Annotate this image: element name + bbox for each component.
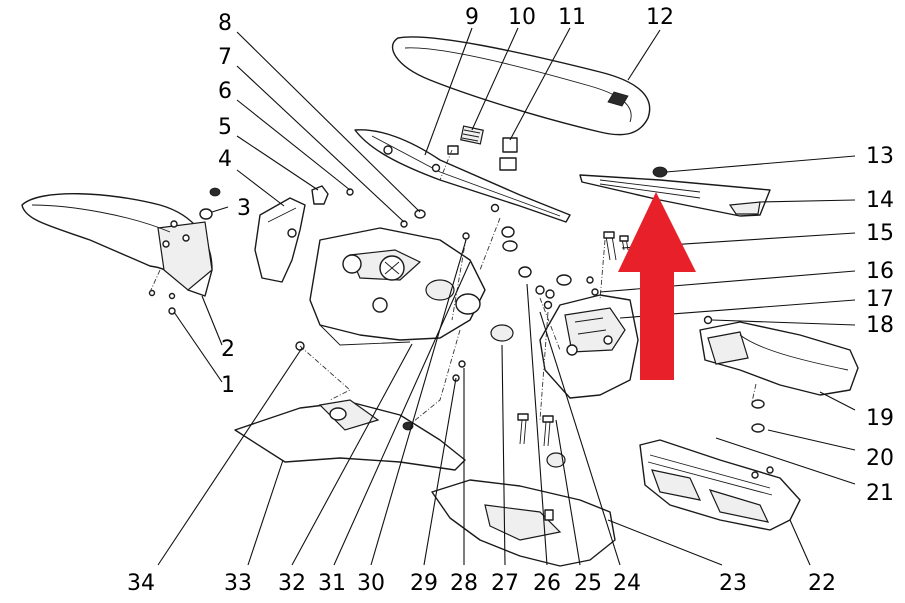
part-bolts-15 xyxy=(603,231,629,261)
callout-23: 23 xyxy=(719,571,747,596)
callout-13: 13 xyxy=(866,144,894,169)
callout-18: 18 xyxy=(866,313,894,338)
part-belly-pan xyxy=(234,360,466,471)
part-lower-side-panel xyxy=(431,479,616,567)
assembly-lines xyxy=(149,149,757,427)
callout-1: 1 xyxy=(221,373,235,398)
part-clips-10-11 xyxy=(447,125,518,171)
up-arrow-icon xyxy=(618,192,696,380)
callout-27: 27 xyxy=(491,571,519,596)
callout-24: 24 xyxy=(613,571,641,596)
callout-22: 22 xyxy=(808,571,836,596)
callout-numbers: 1 2 3 4 5 6 7 8 9 10 11 12 13 14 15 16 1… xyxy=(127,5,894,596)
callout-14: 14 xyxy=(866,188,894,213)
callout-26: 26 xyxy=(533,571,561,596)
part-tail-cover xyxy=(579,166,771,217)
callout-2: 2 xyxy=(221,337,235,362)
part-side-rail xyxy=(354,129,571,223)
part-grommets xyxy=(490,324,566,468)
callout-20: 20 xyxy=(866,446,894,471)
callout-25: 25 xyxy=(574,571,602,596)
callout-6: 6 xyxy=(218,79,232,104)
callout-16: 16 xyxy=(866,259,894,284)
callout-4: 4 xyxy=(218,147,232,172)
callout-12: 12 xyxy=(646,5,674,30)
callout-11: 11 xyxy=(558,5,586,30)
part-electrical-tray xyxy=(518,266,639,399)
part-rear-fender xyxy=(699,315,859,433)
callout-9: 9 xyxy=(465,5,479,30)
parts-drawing xyxy=(21,36,859,567)
callout-34: 34 xyxy=(127,571,155,596)
part-rear-plate xyxy=(639,439,801,531)
callout-33: 33 xyxy=(224,571,252,596)
callout-32: 32 xyxy=(278,571,306,596)
callout-10: 10 xyxy=(508,5,536,30)
part-main-frame xyxy=(295,226,518,351)
callout-5: 5 xyxy=(218,115,232,140)
callout-7: 7 xyxy=(218,45,232,70)
callout-15: 15 xyxy=(866,221,894,246)
callout-17: 17 xyxy=(866,287,894,312)
part-seat xyxy=(392,36,651,136)
callout-3: 3 xyxy=(237,196,251,221)
part-front-fender xyxy=(21,187,221,315)
callout-28: 28 xyxy=(450,571,478,596)
callout-29: 29 xyxy=(410,571,438,596)
callout-30: 30 xyxy=(357,571,385,596)
callout-31: 31 xyxy=(318,571,346,596)
callout-8: 8 xyxy=(218,11,232,36)
callout-19: 19 xyxy=(866,406,894,431)
part-fork-guard xyxy=(254,185,426,283)
callout-21: 21 xyxy=(866,481,894,506)
